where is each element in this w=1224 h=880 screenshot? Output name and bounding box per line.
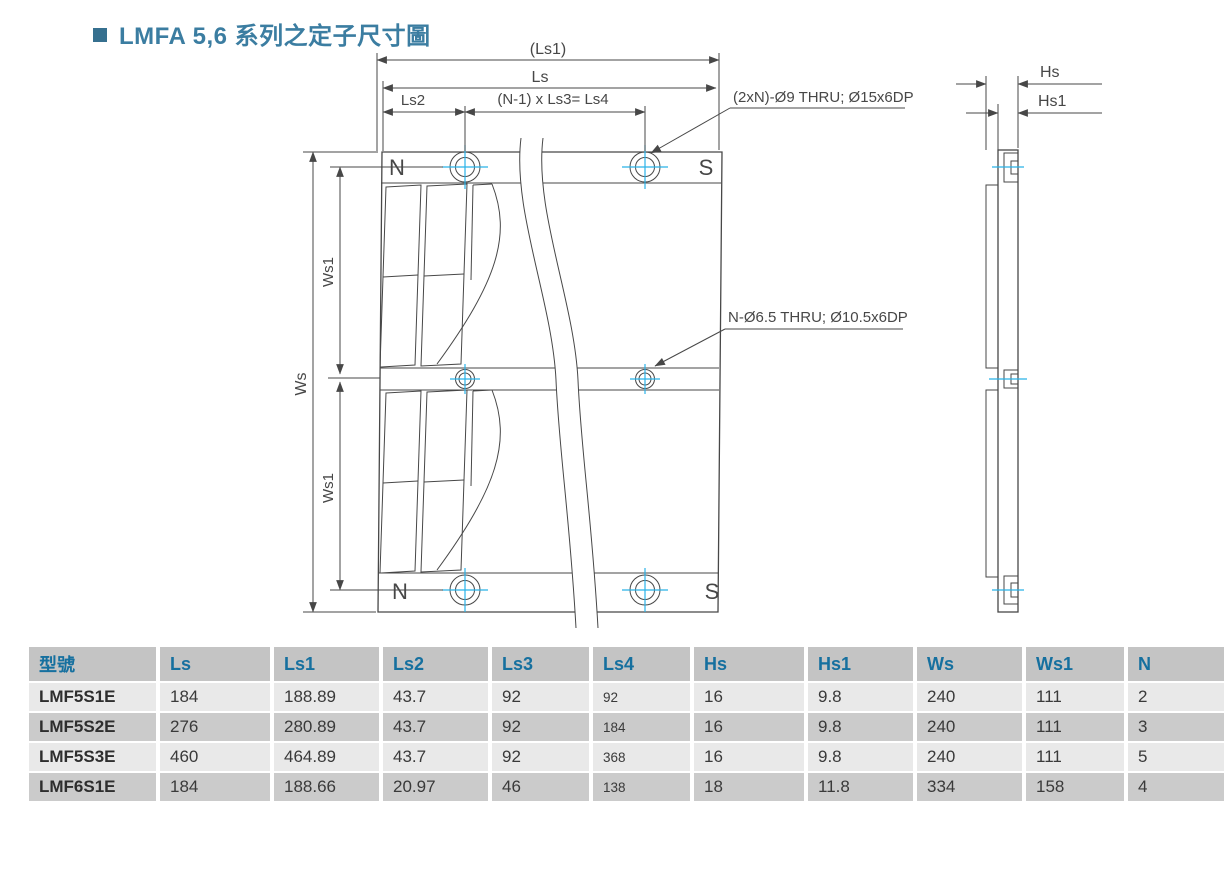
column-header-4: Ls3 [492,647,589,681]
spec-value: 111 [1026,683,1124,711]
side-view: Hs Hs1 [956,64,1102,613]
spec-value: 46 [492,773,589,801]
column-header-0: 型號 [29,647,156,681]
spec-value: 240 [917,713,1022,741]
column-header-5: Ls4 [593,647,690,681]
front-view: N S N S [377,137,723,629]
spec-value: 368 [593,743,690,771]
dim-ls2: Ls2 [401,92,425,109]
dim-ls1: (Ls1) [530,41,566,58]
column-header-6: Hs [694,647,804,681]
spec-value: 92 [492,743,589,771]
spec-value: 92 [492,713,589,741]
column-header-7: Hs1 [808,647,913,681]
spec-value: 43.7 [383,683,488,711]
spec-value: 16 [694,713,804,741]
top-dimensions: (Ls1) Ls Ls2 (N-1) x Ls3= Ls4 (2xN)-Ø9 T… [376,41,914,367]
stator-plate-outline [377,151,723,613]
spec-value: 280.89 [274,713,379,741]
spec-value: 5 [1128,743,1224,771]
spec-value: 276 [160,713,270,741]
magnet-segments-bottom [379,389,501,574]
break-line-right [541,137,599,629]
mounting-holes [442,145,668,612]
pole-label-bottom-right: S [705,579,720,604]
spec-value: 158 [1026,773,1124,801]
spec-value: 184 [160,683,270,711]
spec-value: 240 [917,743,1022,771]
spec-value: 188.89 [274,683,379,711]
spec-value: 16 [694,683,804,711]
spec-value: 184 [160,773,270,801]
magnet-segments-top [379,183,501,368]
spec-value: 334 [917,773,1022,801]
spec-value: 460 [160,743,270,771]
spec-value: 464.89 [274,743,379,771]
spec-value: 3 [1128,713,1224,741]
spec-value: 18 [694,773,804,801]
model-name: LMF6S1E [29,773,156,801]
stator-dimension-drawing: N S N S (Ls1) Ls Ls2 (N-1) x Ls3= Ls4 [293,41,1102,629]
model-name: LMF5S2E [29,713,156,741]
model-name: LMF5S3E [29,743,156,771]
spec-value: 92 [593,683,690,711]
dim-ws: Ws [293,372,310,395]
spec-value: 111 [1026,743,1124,771]
column-header-10: N [1128,647,1224,681]
dim-hs1: Hs1 [1038,93,1067,110]
spec-value: 9.8 [808,683,913,711]
break-gap [519,138,598,628]
spec-value: 111 [1026,713,1124,741]
column-header-9: Ws1 [1026,647,1124,681]
model-name: LMF5S1E [29,683,156,711]
dim-ws1-bottom: Ws1 [320,473,337,503]
title-bullet-icon [93,27,107,42]
pole-label-bottom-left: N [392,579,408,604]
spec-value: 184 [593,713,690,741]
dim-ws1-top: Ws1 [320,257,337,287]
page-title: LMFA 5,6 系列之定子尺寸圖 [119,23,431,50]
spec-value: 43.7 [383,713,488,741]
spec-value: 16 [694,743,804,771]
spec-value: 240 [917,683,1022,711]
section-title: LMFA 5,6 系列之定子尺寸圖 [93,16,431,51]
dim-ls: Ls [532,69,549,86]
dim-hs: Hs [1040,64,1060,81]
column-header-1: Ls [160,647,270,681]
left-dimensions: Ws Ws1 Ws1 [293,151,443,613]
spec-value: 92 [492,683,589,711]
pole-label-top-right: S [699,155,714,180]
column-header-2: Ls1 [274,647,379,681]
break-line-left [519,137,577,629]
column-header-8: Ws [917,647,1022,681]
spec-value: 4 [1128,773,1224,801]
spec-value: 9.8 [808,713,913,741]
spec-value: 2 [1128,683,1224,711]
spec-value: 11.8 [808,773,913,801]
callout-mid-holes: N-Ø6.5 THRU; Ø10.5x6DP [728,309,908,326]
spec-value: 43.7 [383,743,488,771]
dim-ls3-ls4: (N-1) x Ls3= Ls4 [497,91,608,108]
spec-value: 188.66 [274,773,379,801]
column-header-3: Ls2 [383,647,488,681]
callout-top-holes: (2xN)-Ø9 THRU; Ø15x6DP [733,89,914,106]
spec-value: 20.97 [383,773,488,801]
spec-value: 9.8 [808,743,913,771]
spec-value: 138 [593,773,690,801]
